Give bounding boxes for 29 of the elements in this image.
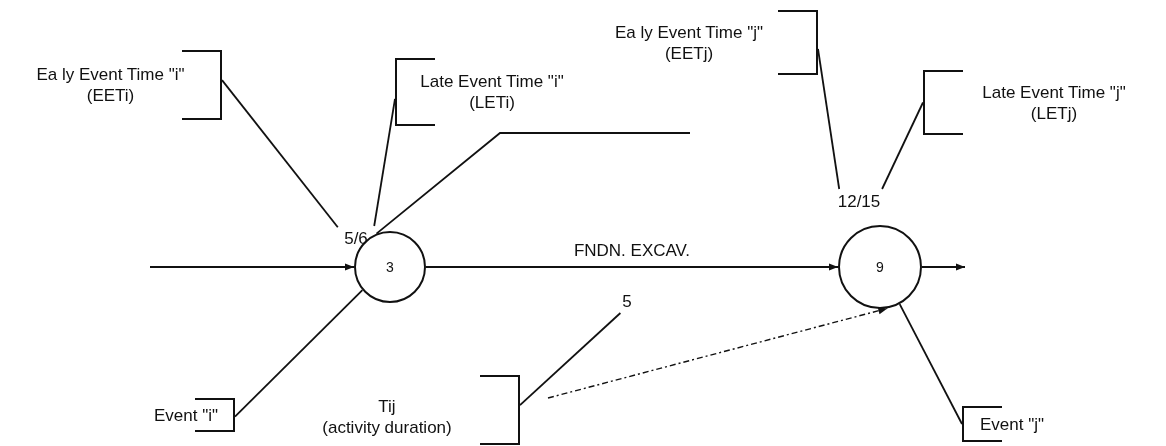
callout-subtext: (EETi) bbox=[86, 85, 135, 106]
leader-line bbox=[881, 101, 924, 190]
leader-line bbox=[519, 312, 622, 406]
event-times-label: 12/15 bbox=[826, 189, 892, 213]
arrow bbox=[425, 263, 839, 271]
callout-text: Late Event Time "j" bbox=[982, 81, 1126, 103]
callout-subtext: (LETj) bbox=[1030, 102, 1078, 124]
callout-text: Tij bbox=[378, 396, 396, 417]
callout-subtext: (LETi) bbox=[469, 92, 515, 113]
leader-line bbox=[221, 79, 339, 229]
duration-value: 5 bbox=[616, 289, 638, 313]
callout-text: Late Event Time "i" bbox=[420, 71, 564, 92]
dashed-arrow bbox=[547, 307, 888, 399]
event-number: 3 bbox=[386, 257, 394, 277]
callout-subtext: (EETj) bbox=[664, 42, 714, 64]
leader-line bbox=[375, 132, 691, 235]
event-circle bbox=[838, 225, 922, 309]
leader-line bbox=[373, 97, 396, 227]
leader-line bbox=[817, 48, 841, 190]
callout-text: Ea ly Event Time "j" bbox=[614, 21, 764, 43]
arrow bbox=[921, 263, 966, 271]
callout-text: Event "i" bbox=[153, 404, 218, 426]
event-number: 9 bbox=[876, 257, 884, 277]
leader-line bbox=[234, 289, 364, 418]
callout-text: Event "j" bbox=[979, 413, 1044, 435]
leader-line bbox=[898, 303, 963, 425]
callout-subtext: (activity duration) bbox=[322, 417, 452, 438]
arrow bbox=[149, 263, 355, 271]
callout-text: Ea ly Event Time "i" bbox=[36, 64, 185, 85]
